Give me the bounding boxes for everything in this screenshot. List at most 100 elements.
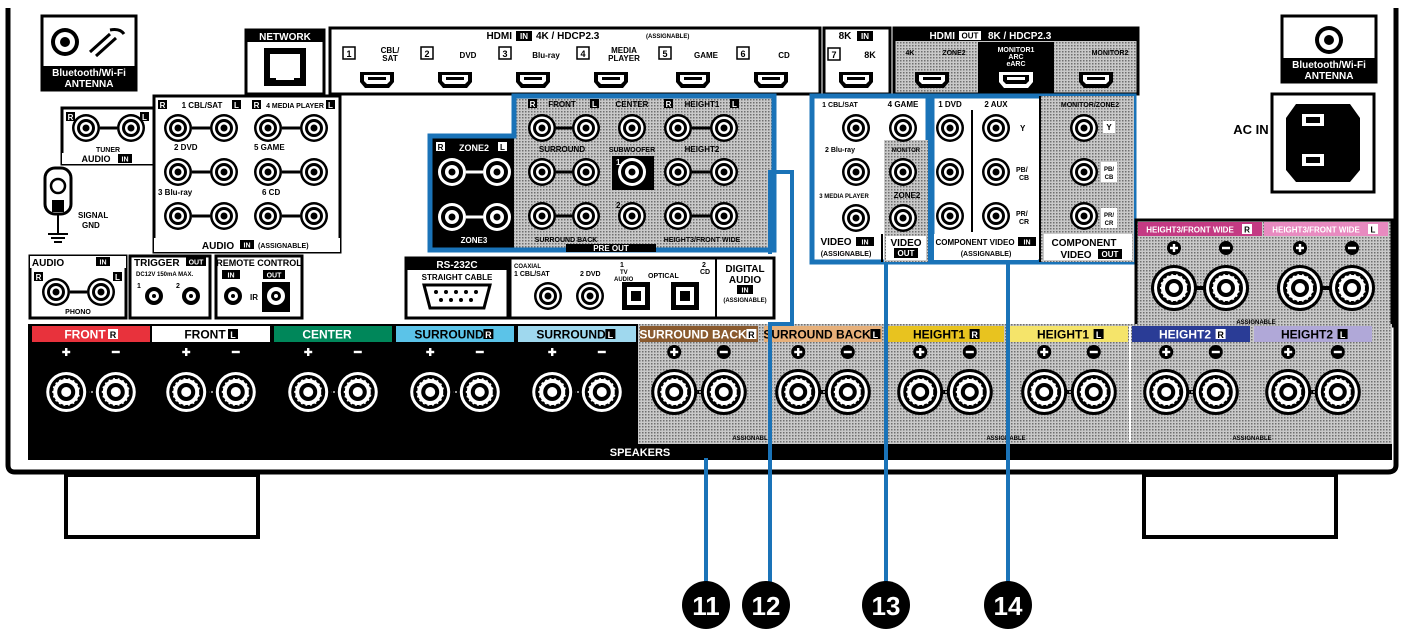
audio-in-jack [254,202,282,230]
video-in-assignable: (ASSIGNABLE) [821,251,872,258]
tuner-label: TUNER [96,147,120,154]
minus-icon [228,345,243,359]
phono-audio-label: AUDIO [32,258,64,269]
component-panel: 1 DVD 2 AUX MONITOR/ZONE2 Y PB/ CB PR/ C… [929,93,1137,265]
pre-out-panel: R ZONE2 L ZONE3 R FRONT L CENTER R HEIGH… [427,93,777,253]
antenna-right-label-line2: ANTENNA [1305,71,1354,82]
audio-in-r2: R [254,101,260,110]
speaker-side-badge: L [230,330,236,340]
coaxial-dvd: 2 DVD [580,271,601,278]
pre-out-jack [664,114,692,142]
optical-cd-num: 2 [702,262,706,269]
hdmi-in-assignable: (ASSIGNABLE) [646,34,689,40]
component-jack [982,202,1010,230]
audio-in-jack [210,114,238,142]
hdmi-connector [1079,72,1113,88]
height3-side: R [1244,226,1250,235]
audio-in-badge: IN [244,243,251,250]
speaker-channel-label: CENTER [302,328,352,342]
digital-audio-badge: IN [742,288,749,295]
callout-number: 11 [692,591,720,621]
component-aux: 2 AUX [984,100,1008,109]
speaker-channel-label: SURROUND BACK [639,328,747,342]
signal-gnd-terminal: SIGNAL GND [43,166,108,243]
speaker-terminal [896,368,945,416]
network-label: NETWORK [259,32,311,43]
speaker-terminal [577,368,626,416]
component-out-pb: PB/ [1104,167,1114,173]
antenna-right-label-line1: Bluetooth/Wi-Fi [1292,60,1366,71]
speaker-side-badge: R [110,330,117,340]
pre-surround: SURROUND [539,145,585,154]
pre-out-jack [528,114,556,142]
video-bluray: 2 Blu-ray [825,147,855,154]
speaker-assignable-label: ASSIGNABLE [732,436,771,442]
optical-cd: CD [700,269,710,276]
audio-media-player: 4 MEDIA PLAYER [266,103,324,110]
zone3-jacks [438,203,511,231]
audio-bluray: 3 Blu-ray [158,188,193,197]
callout-badge: 12 [742,581,790,629]
digital-audio-label1: DIGITAL [725,264,764,275]
antenna-right: Bluetooth/Wi-Fi ANTENNA [1280,14,1378,84]
signal-gnd-line2: GND [82,221,100,230]
audio-in-l2: L [328,101,333,110]
rs232c-panel: RS-232C STRAIGHT CABLE [404,256,510,320]
hdmi-out-zone2: ZONE2 [942,50,965,57]
audio-in-jack [300,202,328,230]
plus-icon [1159,345,1174,359]
component-cb: CB [1019,175,1029,182]
hdmi-in-port-label: MEDIA [611,46,637,55]
hdmi-out-earc: eARC [1006,61,1025,68]
rs232c-sub: STRAIGHT CABLE [422,273,493,282]
phono-panel: AUDIO IN R L PHONO [28,254,128,320]
hdmi-in-port-num: 5 [662,49,667,59]
pre-out-jack [528,158,556,186]
pre-out-jack [572,114,600,142]
audio-in-jack [254,158,282,186]
speaker-terminal [162,368,211,416]
speaker-channel-label: HEIGHT1 [1037,328,1089,342]
digital-audio-label2: AUDIO [729,275,761,286]
hdmi-in-header: HDMI [486,31,512,42]
hdmi-in-port-num: 1 [346,49,351,59]
hdmi-out-port: MONITOR2 [1079,50,1129,88]
component-jack [936,114,964,142]
hdmi-connector [676,72,710,88]
phono-r: R [36,273,42,282]
pre-sub1: 1 [616,158,621,167]
speaker-terminal [1276,264,1324,312]
hdmi-out-monitor1: MONITOR1 [998,47,1035,54]
component-out-cr: CR [1105,221,1114,227]
component-out-badge: OUT [1102,250,1119,259]
audio-in-assignable: (ASSIGNABLE) [258,243,309,250]
antenna-label-line2: ANTENNA [65,79,114,90]
tuner-l: L [142,113,147,122]
speaker-terminal [1313,368,1362,416]
speaker-side-badge: L [1096,330,1102,340]
pre-out-jack [710,158,738,186]
minus-icon [1086,345,1101,359]
speaker-terminal [823,368,872,416]
speaker-terminal [650,368,699,416]
zone-l: L [500,143,505,152]
speaker-terminal [1264,368,1313,416]
component-cr: CR [1019,219,1029,226]
speaker-terminal [42,368,91,416]
coaxial-label: COAXIAL [514,264,541,270]
trigger-panel: TRIGGER OUT DC12V 150mA MAX. 1 2 [128,254,212,320]
zone2-jacks [438,158,511,186]
plus-icon [1281,345,1296,359]
component-dvd: 1 DVD [938,100,962,109]
pre-r2: R [666,100,672,109]
ac-in-socket: AC IN [1233,92,1376,194]
component-out-cb: CB [1105,175,1114,181]
audio-in-jack [210,158,238,186]
network-port: NETWORK [244,28,326,96]
